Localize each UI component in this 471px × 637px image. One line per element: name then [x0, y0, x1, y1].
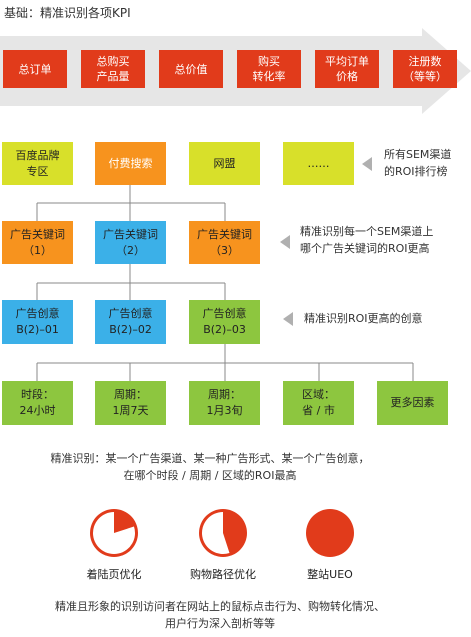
note-arrow-channels [362, 157, 372, 171]
kpi-total-orders: 总订单 [3, 50, 67, 88]
kpi-arrow-band [0, 28, 471, 114]
channel-network-alliance: 网盟 [189, 142, 260, 185]
keyword-2: 广告关键词（2） [95, 221, 166, 264]
factor-time-slot: 时段：24小时 [2, 381, 73, 425]
factor-more: 更多因素 [377, 381, 448, 425]
factor-week-cycle: 周期：1周7天 [95, 381, 166, 425]
kpi-total-products: 总购买产品量 [81, 50, 145, 88]
channel-paid-search: 付费搜索 [95, 142, 166, 185]
note-arrow-keywords [280, 235, 290, 249]
summary-caption: 精准识别：某一个广告渠道、某一种广告形式、某一个广告创意，在哪个时段 / 周期 … [50, 452, 370, 482]
keyword-3: 广告关键词（3） [189, 221, 260, 264]
footer-caption: 精准且形象的识别访问者在网站上的鼠标点击行为、购物转化情况、用户行为深入剖析等等 [55, 600, 385, 630]
kpi-total-value: 总价值 [159, 50, 223, 88]
pie-site-ueo [306, 509, 354, 557]
note-channels: 所有SEM渠道的ROI排行榜 [384, 148, 452, 178]
kpi-registrations: 注册数（等等） [393, 50, 457, 88]
pie-landing-page [90, 509, 138, 557]
kpi-conversion-rate: 购买转化率 [237, 50, 301, 88]
kpi-avg-order-price: 平均订单价格 [315, 50, 379, 88]
note-arrow-creatives [283, 312, 293, 326]
keyword-1: 广告关键词（1） [2, 221, 73, 264]
factor-month-cycle: 周期：1月3旬 [189, 381, 260, 425]
page-title: 基础：精准识别各项KPI [4, 6, 131, 20]
pie-landing-page-label: 着陆页优化 [86, 568, 142, 581]
channel-more: …… [283, 142, 354, 185]
pie-purchase-path-label: 购物路径优化 [190, 568, 256, 581]
pie-site-ueo-label: 整站UEO [307, 568, 353, 581]
note-creatives: 精准识别ROI更高的创意 [304, 312, 423, 325]
factor-region: 区域：省 / 市 [283, 381, 354, 425]
note-keywords: 精准识别每一个SEM渠道上哪个广告关键词的ROI更高 [300, 225, 434, 255]
channel-baidu-brand: 百度品牌专区 [2, 142, 73, 185]
pie-purchase-path [199, 509, 247, 557]
